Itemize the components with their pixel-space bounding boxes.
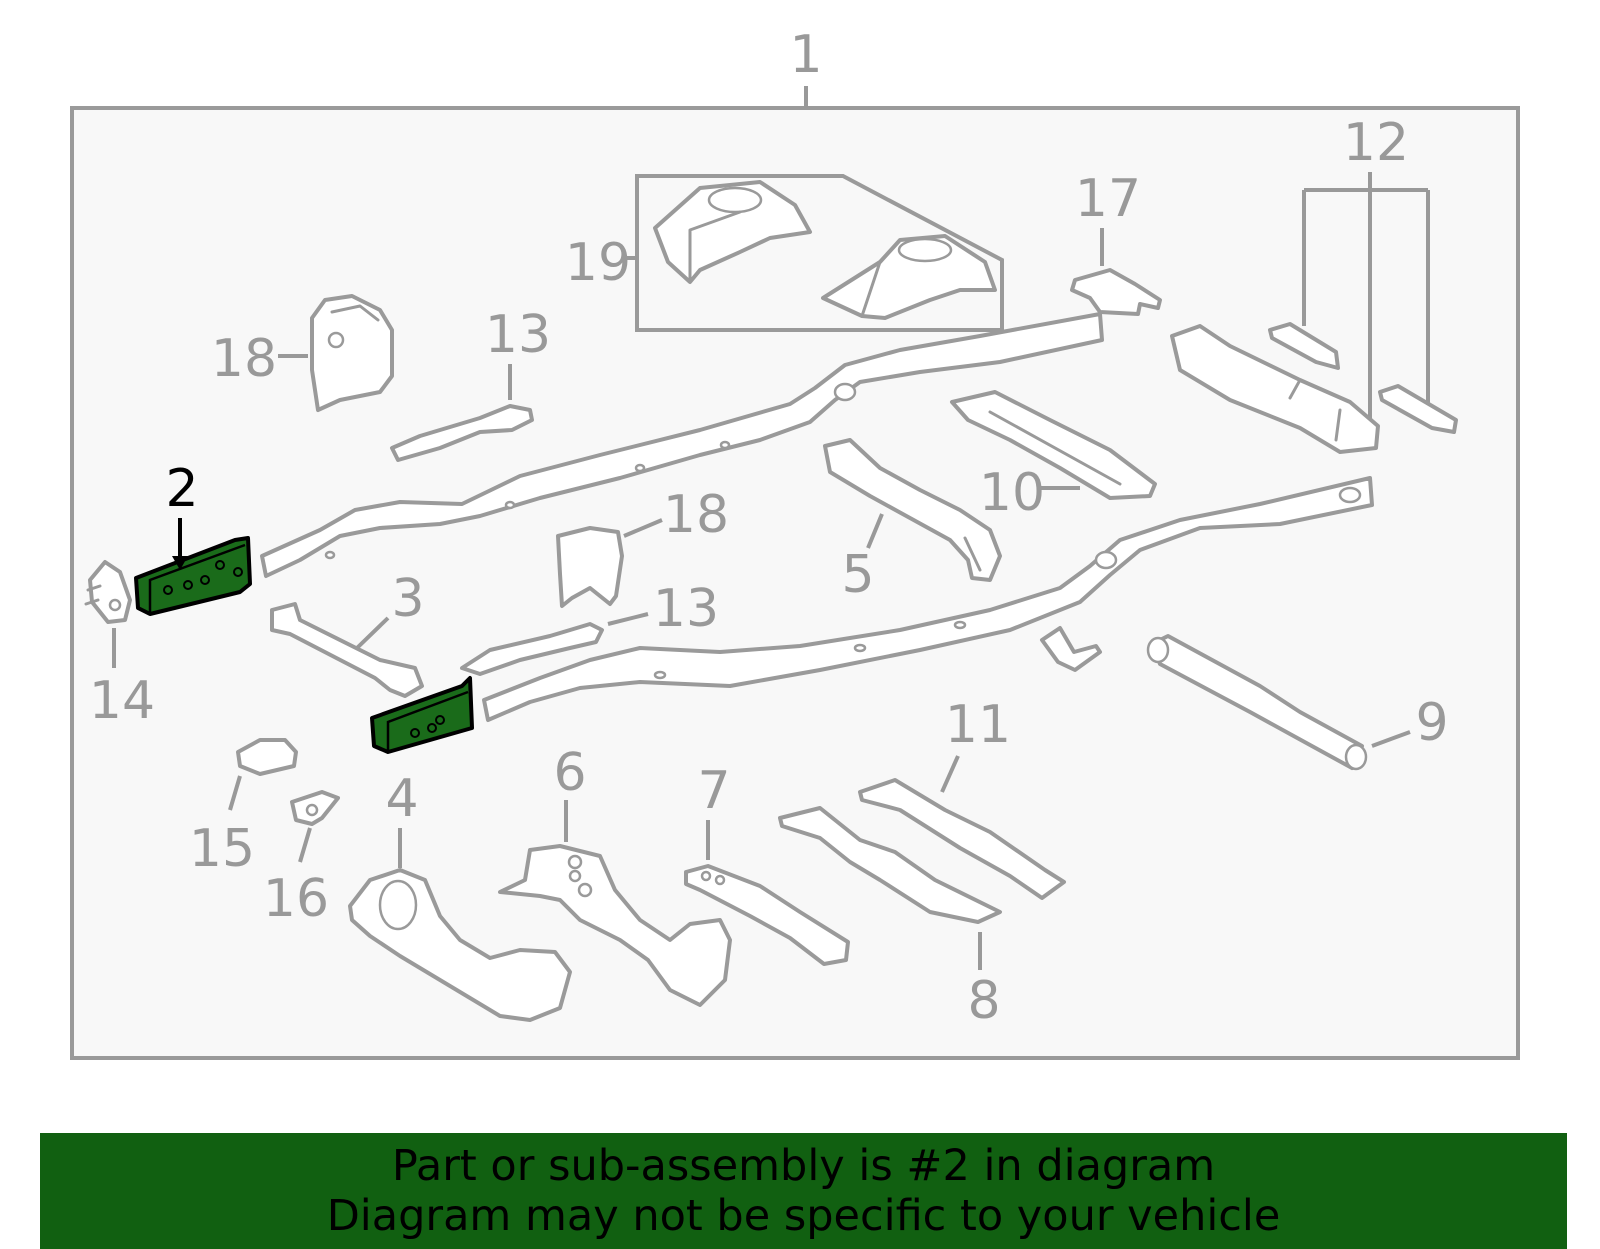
callout-18b[interactable]: 18: [663, 485, 729, 545]
part-1-frame-rail-right[interactable]: [482, 476, 1374, 722]
leader-9: [1371, 730, 1411, 748]
callout-19[interactable]: 19: [565, 233, 631, 293]
callout-4[interactable]: 4: [385, 769, 418, 829]
part-10-crossmember[interactable]: [950, 390, 1157, 500]
part-18-mount-upper[interactable]: [310, 294, 394, 412]
part-19-group-box: [635, 174, 1004, 332]
part-13-brace-lower[interactable]: [460, 622, 604, 676]
callout-1[interactable]: 1: [789, 25, 822, 85]
part-13-brace-upper[interactable]: [390, 404, 534, 462]
callout-17[interactable]: 17: [1075, 169, 1141, 229]
part-4-crossmember[interactable]: [348, 868, 572, 1022]
part-bracket-misc[interactable]: [1040, 626, 1102, 672]
info-banner: Part or sub-assembly is #2 in diagram Di…: [40, 1133, 1567, 1249]
callout-7[interactable]: 7: [697, 761, 730, 821]
callout-12[interactable]: 12: [1343, 113, 1409, 173]
callout-9[interactable]: 9: [1415, 693, 1448, 753]
part-18-mount-lower[interactable]: [556, 526, 624, 608]
leader-13b: [607, 612, 649, 626]
leader-15: [228, 775, 242, 811]
banner-line-disclaimer: Diagram may not be specific to your vehi…: [326, 1191, 1281, 1241]
part-12-bracket-right[interactable]: [1378, 384, 1458, 434]
leader-5: [866, 513, 884, 549]
part-19-rear[interactable]: [821, 234, 997, 320]
callout-18a[interactable]: 18: [211, 329, 277, 389]
part-7-crossmember[interactable]: [684, 864, 850, 966]
assembly-frame: [70, 106, 1520, 1060]
part-12-bracket-left[interactable]: [1268, 322, 1340, 370]
part-12-rear-crossmember[interactable]: [1170, 324, 1380, 454]
leader-2-arrow: [172, 556, 188, 570]
callout-11[interactable]: 11: [945, 695, 1011, 755]
callout-6[interactable]: 6: [553, 743, 586, 803]
part-1-frame-rail-left[interactable]: [260, 312, 1104, 578]
part-16-bracket[interactable]: [290, 790, 340, 826]
callout-14[interactable]: 14: [89, 671, 155, 731]
part-11-crossmember[interactable]: [858, 778, 1066, 900]
part-2-front-bracket-upper[interactable]: [134, 536, 252, 616]
leader-18b: [623, 518, 663, 538]
leader-3: [355, 616, 390, 650]
part-19-front[interactable]: [653, 180, 812, 284]
callout-5[interactable]: 5: [841, 545, 874, 605]
callout-8[interactable]: 8: [967, 971, 1000, 1031]
part-3-crossmember[interactable]: [270, 602, 424, 698]
callout-13a[interactable]: 13: [485, 305, 551, 365]
callout-13b[interactable]: 13: [653, 579, 719, 639]
callout-15[interactable]: 15: [189, 819, 255, 879]
part-2-front-bracket-lower[interactable]: [370, 676, 474, 754]
part-14-bracket[interactable]: [84, 560, 132, 624]
leader-11: [940, 755, 960, 793]
callout-10[interactable]: 10: [979, 463, 1045, 523]
part-15-bracket[interactable]: [236, 738, 298, 776]
part-9-tube-crossmember[interactable]: [1146, 634, 1368, 771]
leader-16: [298, 827, 312, 863]
callout-2[interactable]: 2: [165, 459, 198, 519]
banner-line-part-info: Part or sub-assembly is #2 in diagram: [391, 1141, 1216, 1191]
part-17-bracket[interactable]: [1070, 268, 1162, 316]
part-6-crossmember[interactable]: [498, 844, 732, 1007]
callout-16[interactable]: 16: [263, 869, 329, 929]
part-8-crossmember[interactable]: [778, 806, 1002, 924]
callout-3[interactable]: 3: [391, 569, 424, 629]
part-5-crossmember[interactable]: [823, 438, 1002, 582]
